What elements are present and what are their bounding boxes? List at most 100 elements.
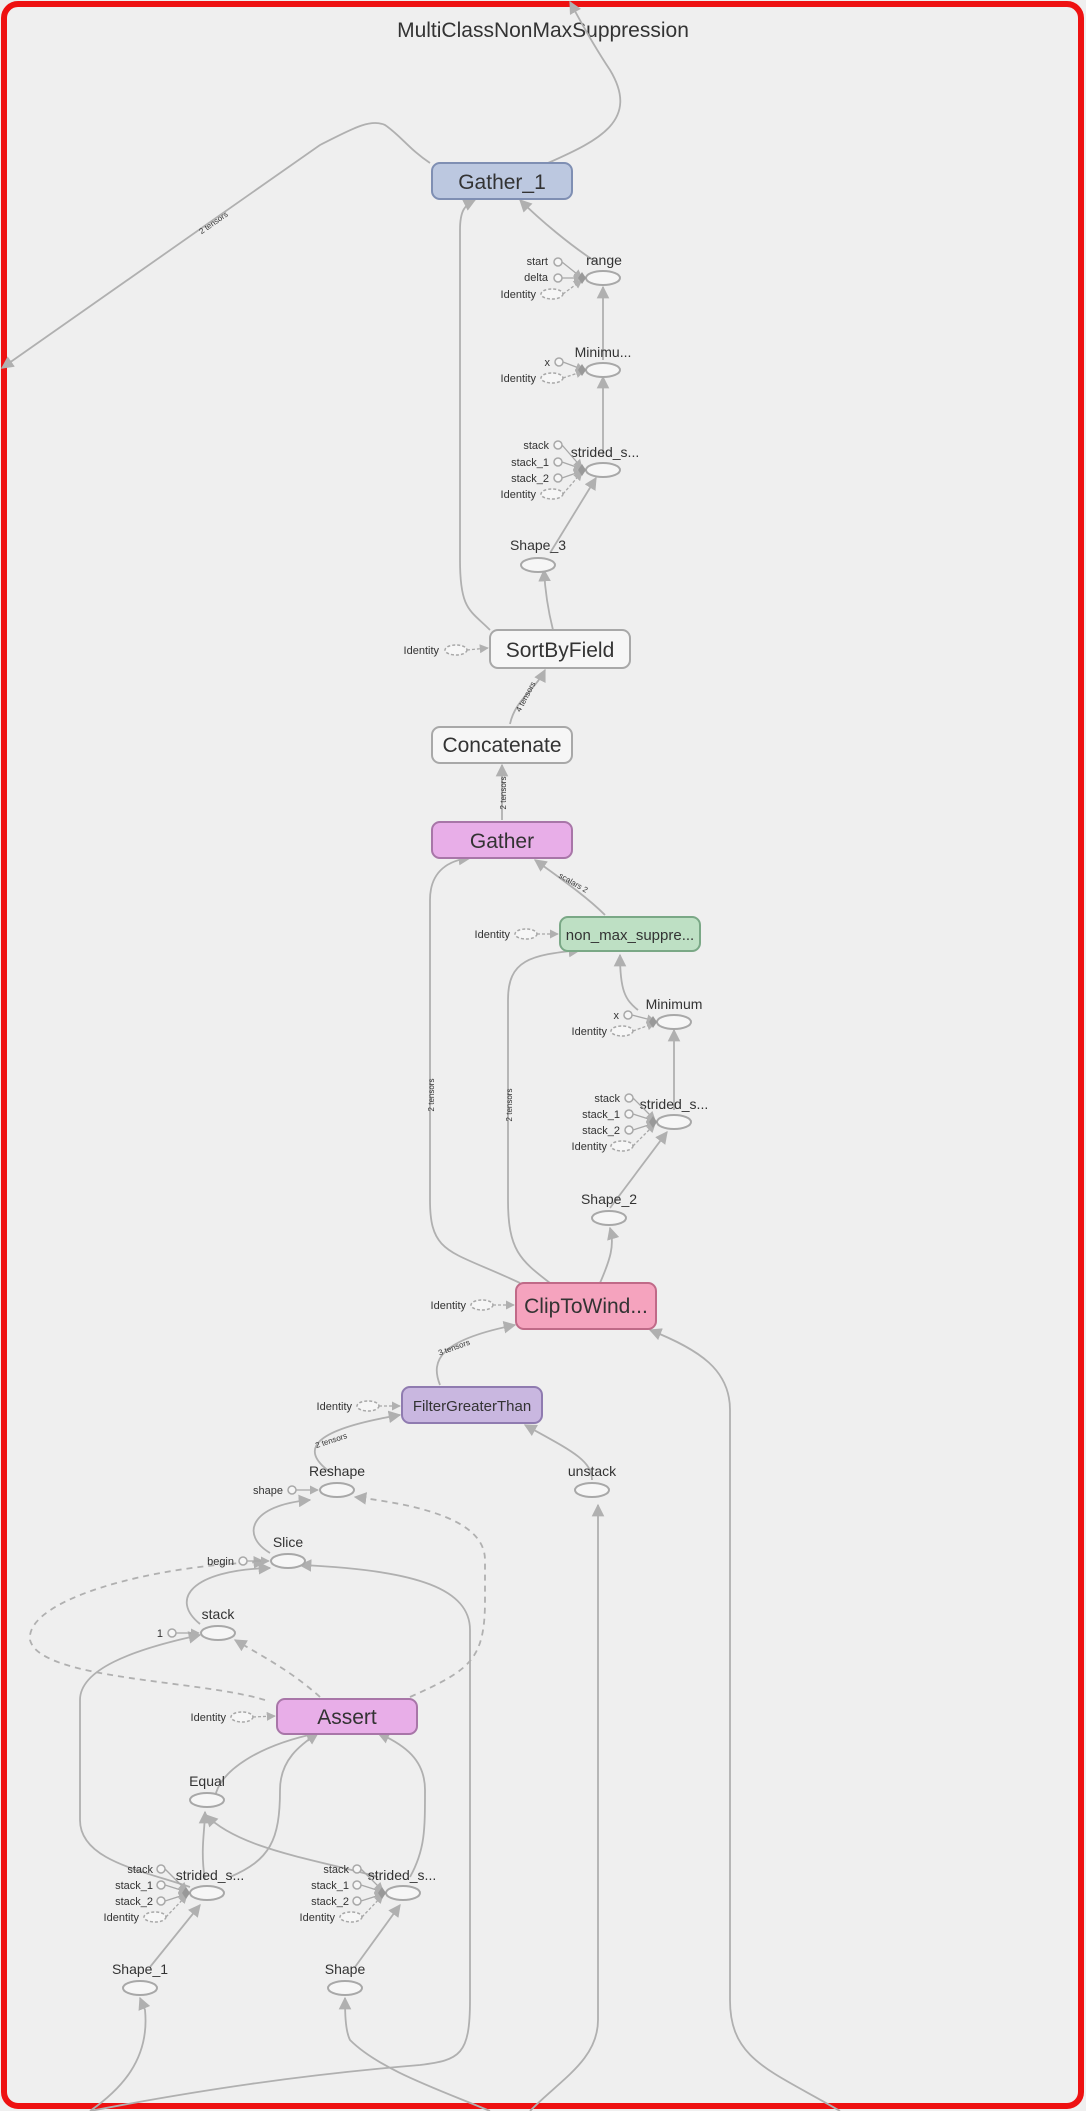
strided-top-input-identity: Identity (501, 489, 537, 501)
edge-top-left (0, 122, 431, 369)
range-input-start: start (527, 256, 548, 268)
strided-right-input-identity: Identity (300, 1912, 336, 1924)
edge-label-clip-nms: 2 tensors (505, 1089, 514, 1122)
edge-label-clip-gather: 2 tensors (427, 1079, 436, 1112)
minimum-top-input-x: x (545, 357, 551, 369)
op-label-minimum-mid: Minimum (646, 996, 703, 1012)
op-label-stack: stack (202, 1606, 236, 1622)
op-label-strided-mid: strided_s... (640, 1096, 708, 1112)
op-label-strided-right: strided_s... (368, 1867, 436, 1883)
minimum-mid-input-identity: Identity (572, 1026, 608, 1038)
op-shape[interactable] (327, 1980, 363, 1996)
strided-mid-input-stack: stack (594, 1093, 620, 1105)
strided-top-input-stack: stack (523, 440, 549, 452)
svg-text:non_max_suppre...: non_max_suppre... (566, 927, 694, 944)
edge-label-nms-gather: scalars 2 (557, 871, 590, 895)
edge-label-filter-clip: 3 tensors (437, 1338, 471, 1358)
op-label-shape-2: Shape_2 (581, 1191, 637, 1207)
edge-label-sort-concat: 4 tensors (514, 680, 537, 713)
minimum-top-input-identity: Identity (501, 373, 537, 385)
op-unstack[interactable] (574, 1482, 610, 1498)
minimum-mid-input-x: x (614, 1010, 620, 1022)
strided-right-input-stack2: stack_2 (311, 1896, 349, 1908)
svg-text:Gather: Gather (470, 830, 534, 853)
op-strided-slice-mid[interactable] (656, 1114, 692, 1130)
op-label-reshape: Reshape (309, 1463, 365, 1479)
svg-text:Assert: Assert (317, 1706, 377, 1729)
op-label-range: range (586, 252, 622, 268)
op-minimum-mid[interactable] (656, 1014, 692, 1030)
svg-text:SortByField: SortByField (506, 639, 615, 662)
op-stack[interactable] (200, 1625, 236, 1641)
edge-nms-gather (533, 859, 606, 916)
strided-mid-input-stack1: stack_1 (582, 1109, 620, 1121)
op-shape-2[interactable] (591, 1210, 627, 1226)
joint-markers (182, 272, 657, 1899)
strided-mid-input-stack2: stack_2 (582, 1125, 620, 1137)
edge-reshape-filter (313, 1410, 402, 1473)
strided-right-input-stack: stack (323, 1864, 349, 1876)
stack-input-1: 1 (157, 1628, 163, 1640)
node-gather[interactable]: Gather (431, 821, 573, 859)
op-minimum-top[interactable] (585, 362, 621, 378)
op-label-strided-top: strided_s... (571, 444, 639, 460)
range-input-delta: delta (524, 272, 549, 284)
op-label-shape-3: Shape_3 (510, 537, 566, 553)
assert-input-identity: Identity (191, 1712, 227, 1724)
op-label-equal: Equal (189, 1773, 225, 1789)
svg-text:ClipToWind...: ClipToWind... (524, 1295, 648, 1318)
sort-input-identity: Identity (404, 645, 440, 657)
range-input-identity: Identity (501, 289, 537, 301)
nms-input-identity: Identity (475, 929, 511, 941)
strided-right-input-stack1: stack_1 (311, 1880, 349, 1892)
op-label-shape-1: Shape_1 (112, 1961, 168, 1977)
edge-filter-clip (435, 1321, 517, 1386)
op-equal[interactable] (189, 1792, 225, 1808)
edge-clip-nms (507, 944, 582, 1284)
op-shape-1[interactable] (122, 1980, 158, 1996)
strided-left-input-identity: Identity (104, 1912, 140, 1924)
clip-input-identity: Identity (431, 1300, 467, 1312)
op-label-shape: Shape (325, 1961, 366, 1977)
op-reshape[interactable] (319, 1482, 355, 1498)
edges (0, 0, 841, 2111)
strided-top-input-stack1: stack_1 (511, 457, 549, 469)
op-label-unstack: unstack (568, 1463, 617, 1479)
op-strided-slice-left[interactable] (189, 1885, 225, 1901)
strided-top-input-stack2: stack_2 (511, 473, 549, 485)
node-non-max-suppression[interactable]: non_max_suppre... (559, 916, 701, 952)
node-gather-1[interactable]: Gather_1 (431, 162, 573, 200)
strided-left-input-stack2: stack_2 (115, 1896, 153, 1908)
reshape-input-shape: shape (253, 1485, 283, 1497)
strided-left-input-stack1: stack_1 (115, 1880, 153, 1892)
svg-text:FilterGreaterThan: FilterGreaterThan (413, 1398, 531, 1415)
group-title: MultiClassNonMaxSuppression (397, 19, 689, 42)
edge-gather1-out (547, 0, 622, 164)
op-range[interactable] (585, 270, 621, 286)
strided-mid-input-identity: Identity (572, 1141, 608, 1153)
op-strided-slice-top[interactable] (585, 462, 621, 478)
svg-text:Concatenate: Concatenate (442, 734, 561, 757)
op-label-minimum-top: Minimu... (575, 344, 632, 360)
edge-label-top-left: 2 tensors (198, 210, 230, 236)
slice-input-begin: begin (207, 1556, 234, 1568)
op-slice[interactable] (270, 1553, 306, 1569)
node-assert[interactable]: Assert (276, 1698, 418, 1735)
edge-concat-sort (509, 668, 546, 725)
op-shape-3[interactable] (520, 557, 556, 573)
edge-label-concat-gather: 2 tensors (499, 777, 508, 810)
edge-clip-gather (429, 852, 521, 1284)
input-arrows (164, 261, 656, 1918)
node-sort-by-field[interactable]: SortByField (489, 629, 631, 669)
node-filter-greater-than[interactable]: FilterGreaterThan (401, 1386, 543, 1424)
input-markers (143, 257, 634, 1923)
strided-left-input-stack: stack (127, 1864, 153, 1876)
op-strided-slice-right[interactable] (385, 1885, 421, 1901)
op-label-strided-left: strided_s... (176, 1867, 244, 1883)
filter-input-identity: Identity (317, 1401, 353, 1413)
node-clip-to-window[interactable]: ClipToWind... (515, 1282, 657, 1330)
op-label-slice: Slice (273, 1534, 304, 1550)
node-concatenate[interactable]: Concatenate (431, 726, 573, 764)
